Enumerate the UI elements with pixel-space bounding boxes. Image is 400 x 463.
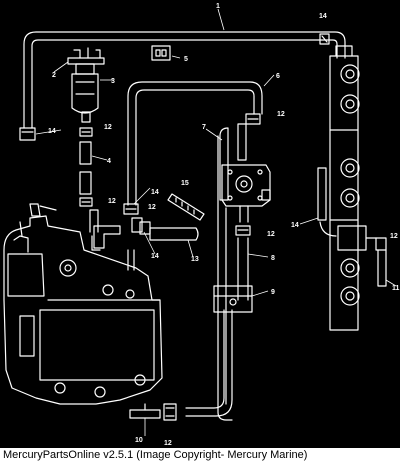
hose-4 xyxy=(79,141,92,195)
hose-13 xyxy=(139,221,199,241)
callout-12: 12 xyxy=(104,124,112,131)
hose-6 xyxy=(127,81,263,206)
callout-11: 11 xyxy=(392,285,400,292)
spring-15 xyxy=(167,193,205,221)
callout-5: 5 xyxy=(184,56,188,63)
clamp-14-left xyxy=(19,127,36,141)
callout-14: 14 xyxy=(151,253,159,260)
vapor-separator xyxy=(3,203,163,405)
callout-12: 12 xyxy=(277,111,285,118)
hose-lower xyxy=(185,309,233,417)
callout-14: 14 xyxy=(291,222,299,229)
callout-14: 14 xyxy=(48,128,56,135)
callout-2: 2 xyxy=(52,72,56,79)
callout-12: 12 xyxy=(148,204,156,211)
injector-2 xyxy=(340,94,360,114)
copyright-footer: MercuryPartsOnline v2.5.1 (Image Copyrig… xyxy=(0,448,400,463)
callout-8: 8 xyxy=(271,255,275,262)
injector-1 xyxy=(340,64,360,84)
clamp-14-top xyxy=(319,33,330,45)
pressure-regulator xyxy=(317,167,387,287)
clamp-12-bottom xyxy=(163,403,177,421)
injector-4 xyxy=(340,188,360,208)
clamp-12-upper xyxy=(79,127,93,137)
clamp-12-pump-top xyxy=(245,113,261,125)
callout-12: 12 xyxy=(108,198,116,205)
clamp-12-mid xyxy=(131,217,143,233)
callout-3: 3 xyxy=(111,78,115,85)
callout-13: 13 xyxy=(191,256,199,263)
callout-1: 1 xyxy=(216,3,220,10)
injector-3 xyxy=(340,158,360,178)
fitting-9 xyxy=(213,285,253,313)
injector-5 xyxy=(340,258,360,278)
hose-8 xyxy=(217,135,249,421)
callout-14: 14 xyxy=(151,189,159,196)
fuel-rail xyxy=(329,45,359,331)
callout-12: 12 xyxy=(390,233,398,240)
elbow-fitting xyxy=(93,225,121,249)
clamp-12-pump-bottom xyxy=(235,225,251,236)
fuel-filter xyxy=(67,47,105,123)
injector-6 xyxy=(340,286,360,306)
callout-14: 14 xyxy=(319,13,327,20)
callout-15: 15 xyxy=(181,180,189,187)
callout-7: 7 xyxy=(202,124,206,131)
fitting-10 xyxy=(129,403,161,419)
callout-9: 9 xyxy=(271,289,275,296)
parts-diagram: 1 14 5 2 3 6 12 12 14 7 4 15 14 12 12 14… xyxy=(3,3,400,447)
connector-5 xyxy=(151,45,171,61)
callout-10: 10 xyxy=(135,437,143,444)
fuel-pump-7 xyxy=(219,123,271,223)
callout-12: 12 xyxy=(164,440,172,447)
callout-6: 6 xyxy=(276,73,280,80)
clamp-12-lower xyxy=(79,197,93,207)
callout-12: 12 xyxy=(267,231,275,238)
clamp-14-middle xyxy=(123,203,139,215)
callout-4: 4 xyxy=(107,158,111,165)
hose-1 xyxy=(23,31,346,129)
